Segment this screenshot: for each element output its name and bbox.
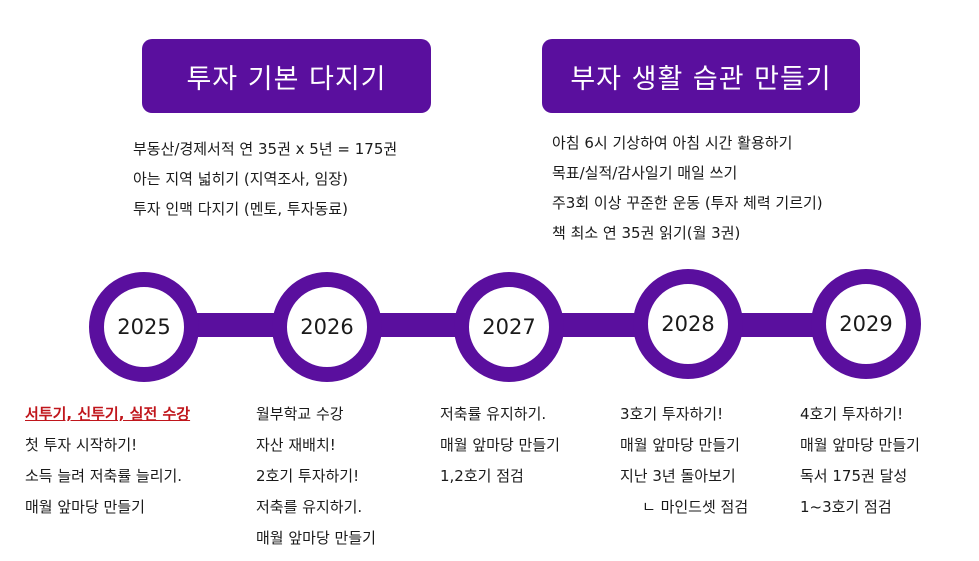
year-item: 매월 앞마당 만들기 (440, 436, 560, 454)
year-item: 2호기 투자하기! (256, 467, 360, 485)
year-circle-2025: 2025 (89, 272, 199, 382)
year-items-2026: 월부학교 수강 자산 재배치! 2호기 투자하기! 저축를 유지하기. 매월 앞… (256, 399, 376, 554)
year-item: 지난 3년 돌아보기 (620, 467, 736, 485)
year-item: 1~3호기 점검 (800, 498, 892, 516)
goal-item: 부동산/경제서적 연 35권 x 5년 = 175권 (133, 140, 398, 158)
goal-item: 책 최소 연 35권 읽기(월 3권) (552, 224, 741, 242)
goal-item: 주3회 이상 꾸준한 운동 (투자 체력 기르기) (552, 194, 823, 212)
banner-invest-basics: 투자 기본 다지기 (142, 39, 431, 113)
year-item: 매월 앞마당 만들기 (256, 529, 376, 547)
year-item: 매월 앞마당 만들기 (800, 436, 920, 454)
year-item-sub: ㄴ 마인드셋 점검 (642, 498, 749, 516)
year-item: 3호기 투자하기! (620, 405, 724, 423)
year-items-2029: 4호기 투자하기! 매월 앞마당 만들기 독서 175권 달성 1~3호기 점검 (800, 399, 920, 523)
goal-item: 투자 인맥 다지기 (멘토, 투자동료) (133, 200, 348, 218)
year-circle-2028: 2028 (633, 269, 743, 379)
banner-rich-habits: 부자 생활 습관 만들기 (542, 39, 860, 113)
year-circle-2026: 2026 (272, 272, 382, 382)
year-item: 매월 앞마당 만들기 (620, 436, 740, 454)
year-item: 첫 투자 시작하기! (25, 436, 138, 454)
year-item: 저축를 유지하기. (256, 498, 363, 516)
year-item: 4호기 투자하기! (800, 405, 904, 423)
year-item-highlight: 서투기, 신투기, 실전 수강 (25, 405, 191, 423)
goals-right-list: 아침 6시 기상하여 아침 시간 활용하기 목표/실적/감사일기 매일 쓰기 주… (552, 128, 823, 248)
year-items-2028: 3호기 투자하기! 매월 앞마당 만들기 지난 3년 돌아보기 ㄴ 마인드셋 점… (620, 399, 748, 523)
year-items-2027: 저축률 유지하기. 매월 앞마당 만들기 1,2호기 점검 (440, 399, 560, 492)
year-items-2025: 서투기, 신투기, 실전 수강 첫 투자 시작하기! 소득 늘려 저축률 늘리기… (25, 399, 190, 523)
year-item: 월부학교 수강 (256, 405, 344, 423)
year-item: 저축률 유지하기. (440, 405, 547, 423)
goal-item: 아는 지역 넓히기 (지역조사, 임장) (133, 170, 348, 188)
year-item: 매월 앞마당 만들기 (25, 498, 145, 516)
year-item: 자산 재배치! (256, 436, 336, 454)
year-item: 소득 늘려 저축률 늘리기. (25, 467, 183, 485)
goal-item: 아침 6시 기상하여 아침 시간 활용하기 (552, 134, 793, 152)
goal-item: 목표/실적/감사일기 매일 쓰기 (552, 164, 738, 182)
year-item: 독서 175권 달성 (800, 467, 908, 485)
year-circle-2027: 2027 (454, 272, 564, 382)
goals-left-list: 부동산/경제서적 연 35권 x 5년 = 175권 아는 지역 넓히기 (지역… (133, 134, 397, 224)
year-item: 1,2호기 점검 (440, 467, 524, 485)
year-circle-2029: 2029 (811, 269, 921, 379)
